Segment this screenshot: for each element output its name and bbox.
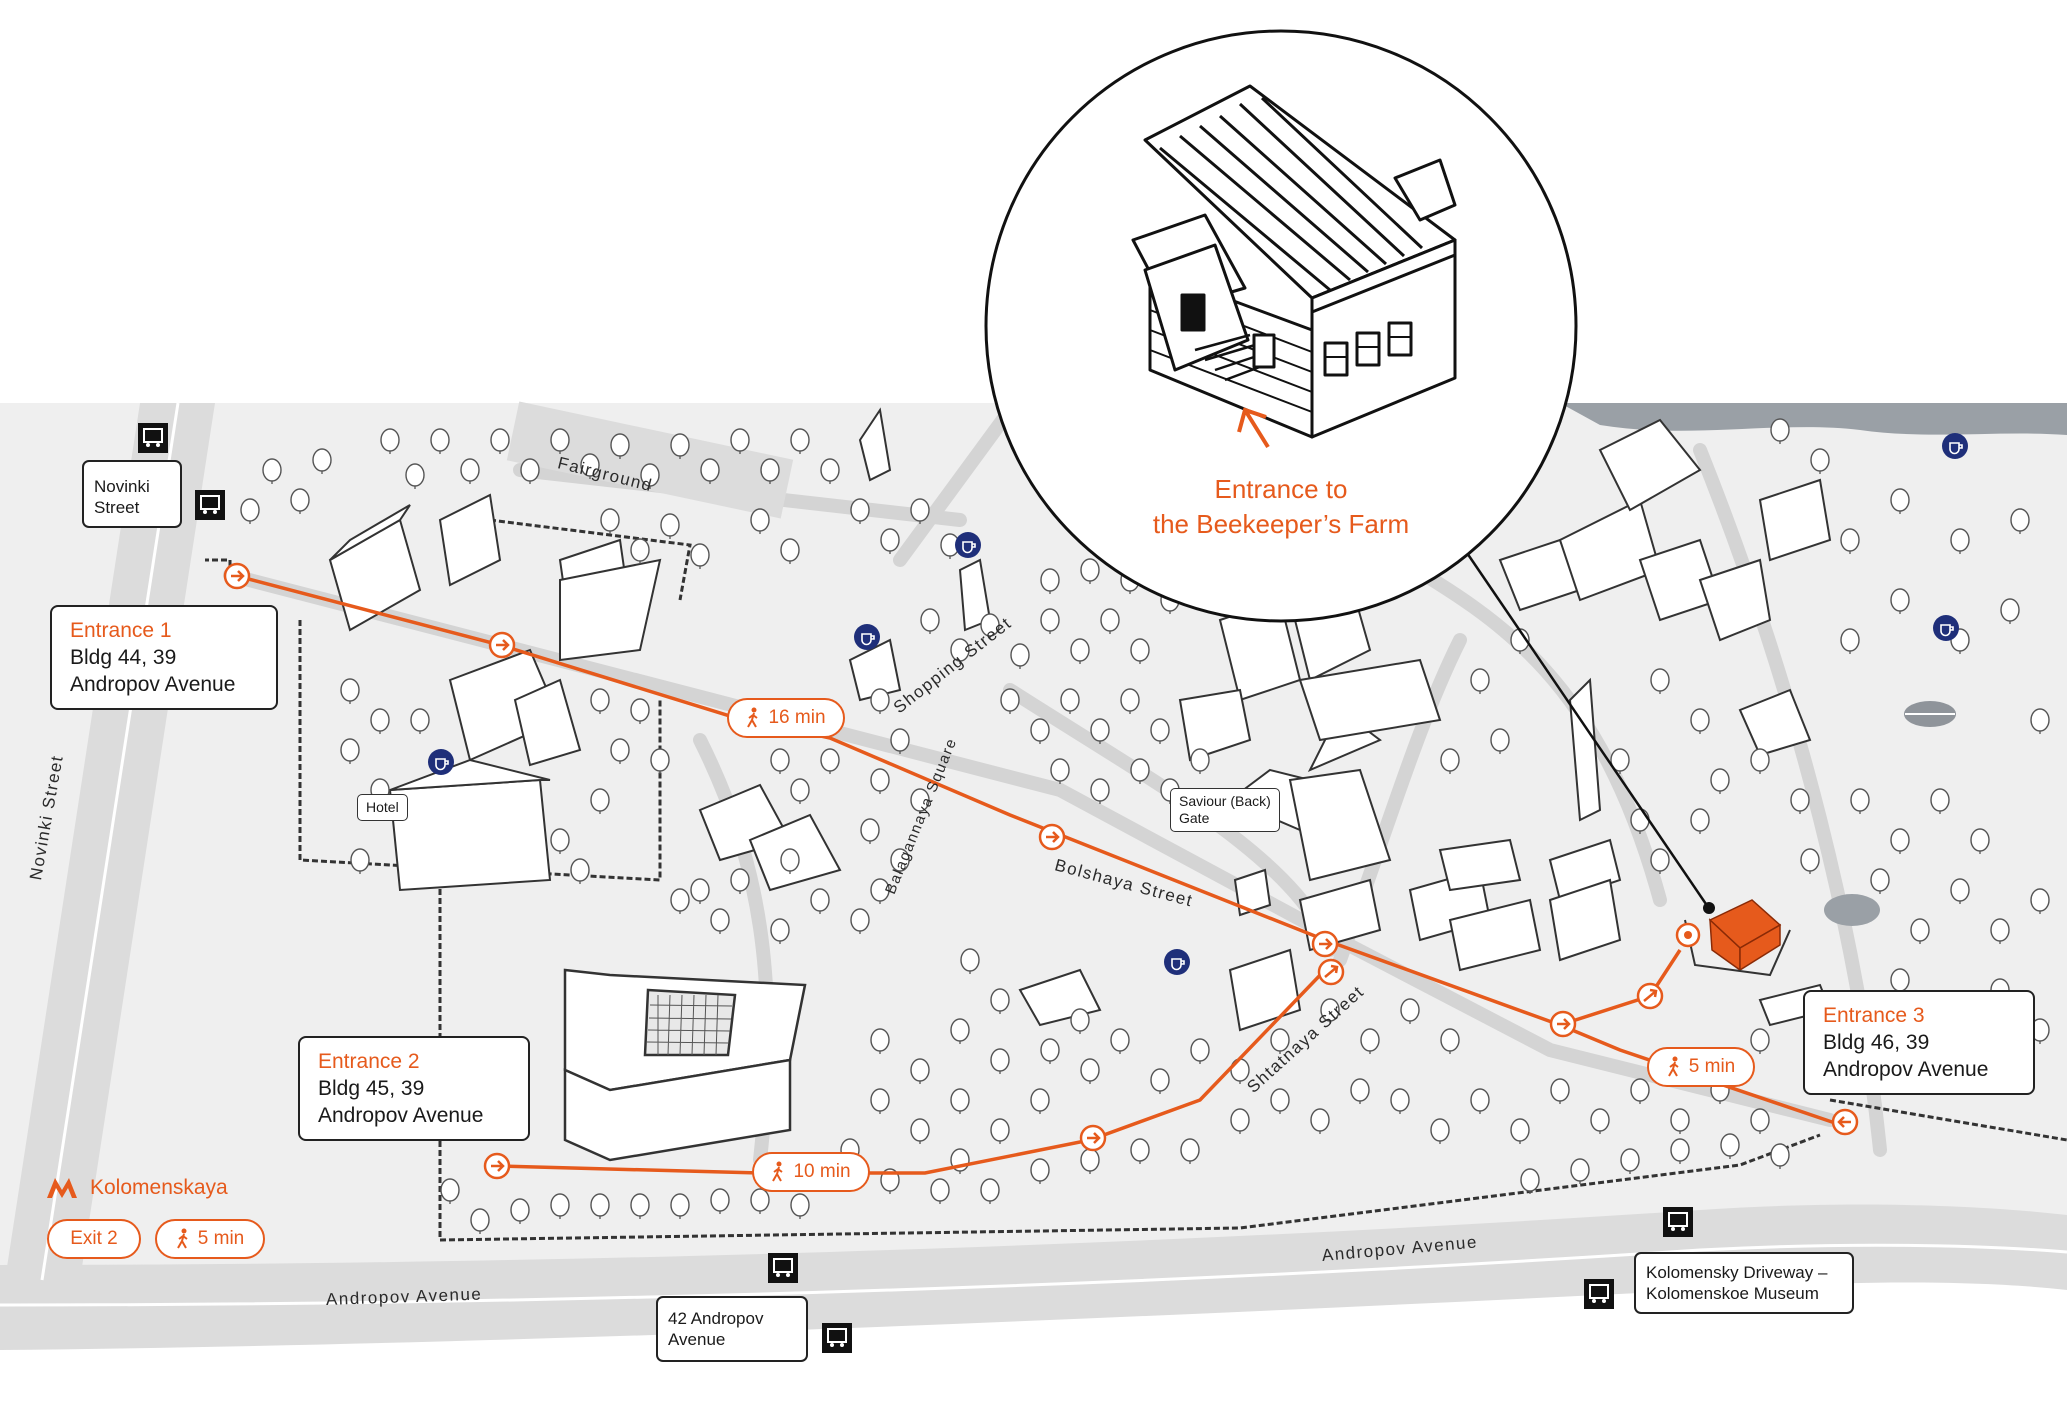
metro-station-name: Kolomenskaya [90, 1176, 228, 1199]
cafe-icons [428, 433, 1968, 975]
bus-stop-icon [1663, 1207, 1693, 1237]
bus-stop-icons [138, 423, 1693, 1353]
beekeeper-house [1708, 899, 1782, 972]
route-arrows [223, 562, 1859, 1180]
metro-exit: Exit 2 [47, 1219, 141, 1259]
bus-stop-icon [822, 1323, 852, 1353]
walking-person-icon [772, 1161, 784, 1182]
cafe-icon [854, 624, 880, 650]
metro-walk-time-text: 5 min [197, 1228, 245, 1249]
bus-stop-andropov-42-line1: 42 Andropov [668, 1309, 764, 1328]
metro-exit-text: Exit 2 [70, 1228, 118, 1249]
route-arrow-icon [1311, 930, 1339, 958]
route-entrance-1 [236, 574, 1836, 1125]
saviour-gate-line2: Gate [1179, 810, 1210, 826]
bus-stop-icon [138, 423, 168, 453]
bus-stop-icon [195, 490, 225, 520]
saviour-gate-label: Saviour (Back) Gate [1170, 788, 1280, 832]
entrance-2-callout: Entrance 2 Bldg 45, 39 Andropov Avenue [298, 1036, 530, 1141]
bus-stop-icon [768, 1253, 798, 1283]
cafe-icon [955, 532, 981, 558]
route-arrow-icon [1317, 958, 1345, 986]
bus-stop-kolomensky: Kolomensky Driveway – Kolomenskoe Museum [1634, 1252, 1854, 1314]
walk-time-5: 5 min [1647, 1047, 1755, 1087]
bus-stop-icon [1584, 1279, 1614, 1309]
walking-person-icon [747, 707, 759, 728]
river [1560, 403, 2067, 435]
route-arrow-icon [1549, 1010, 1577, 1038]
entrance-2-building: Bldg 45, 39 [318, 1077, 425, 1100]
route-arrow-icon [1636, 982, 1664, 1010]
entrance-1-callout: Entrance 1 Bldg 44, 39 Andropov Avenue [50, 605, 278, 710]
cafe-icon [1942, 433, 1968, 459]
metro-station: Kolomenskaya [46, 1176, 228, 1200]
walking-person-icon [176, 1228, 188, 1249]
bus-stop-novinki: Novinki Street [82, 460, 182, 528]
route-arrow-icon [223, 562, 251, 590]
bus-stop-novinki-line2: Street [94, 498, 140, 517]
route-arrow-icon [1079, 1124, 1107, 1152]
zoom-leader-line [1463, 549, 1710, 908]
walking-person-icon [1667, 1056, 1679, 1077]
bus-stop-novinki-line1: Novinki [94, 477, 150, 496]
walk-time-10-text: 10 min [793, 1161, 851, 1182]
metro-walk-time: 5 min [155, 1219, 265, 1259]
entrance-1-title: Entrance 1 [70, 619, 172, 642]
route-arrow-icon [488, 631, 516, 659]
route-arrow-icon [1038, 823, 1066, 851]
bus-stop-kolomensky-line2: Kolomenskoe Museum [1646, 1284, 1819, 1303]
entrance-3-callout: Entrance 3 Bldg 46, 39 Andropov Avenue [1803, 990, 2035, 1095]
andropov-avenue-road [0, 1204, 2067, 1350]
zoom-title-line1: Entrance to [1214, 474, 1348, 504]
pond [1824, 894, 1880, 926]
bus-stop-andropov-42-line2: Avenue [668, 1330, 726, 1349]
route-arrow-icon [1831, 1108, 1859, 1136]
walk-time-5-text: 5 min [1688, 1056, 1736, 1077]
cafe-icon [1933, 615, 1959, 641]
entrance-2-title: Entrance 2 [318, 1050, 420, 1073]
entrance-1-building: Bldg 44, 39 [70, 646, 177, 669]
cafe-icon [428, 749, 454, 775]
entrance-3-title: Entrance 3 [1823, 1004, 1925, 1027]
entrance-3-building: Bldg 46, 39 [1823, 1031, 1930, 1054]
sports-hall [563, 968, 807, 1162]
bus-stop-kolomensky-line1: Kolomensky Driveway – [1646, 1263, 1828, 1282]
hotel-label: Hotel [357, 794, 408, 821]
bus-stop-andropov-42: 42 Andropov Avenue [656, 1296, 808, 1362]
cafe-icon [1164, 949, 1190, 975]
walk-time-16: 16 min [727, 698, 845, 738]
walk-time-10: 10 min [752, 1152, 870, 1192]
walk-time-16-text: 16 min [768, 707, 826, 728]
entrance-3-street: Andropov Avenue [1823, 1058, 1989, 1081]
zoom-pin [1703, 902, 1715, 914]
house-entrance-arrow [1237, 407, 1270, 449]
zoom-title-line2: the Beekeeper’s Farm [1152, 509, 1410, 539]
route-entrance-2 [496, 968, 1327, 1175]
route-arrow-icon [483, 1152, 511, 1180]
entrance-marker-icon [1675, 922, 1701, 948]
house-illustration [1131, 84, 1457, 439]
metro-icon [47, 1178, 77, 1198]
fairground-area [506, 401, 794, 519]
zoom-title: Entrance to the Beekeeper’s Farm [1131, 472, 1431, 542]
entrance-2-street: Andropov Avenue [318, 1104, 484, 1127]
entrance-1-street: Andropov Avenue [70, 673, 236, 696]
saviour-gate-line1: Saviour (Back) [1179, 793, 1271, 809]
